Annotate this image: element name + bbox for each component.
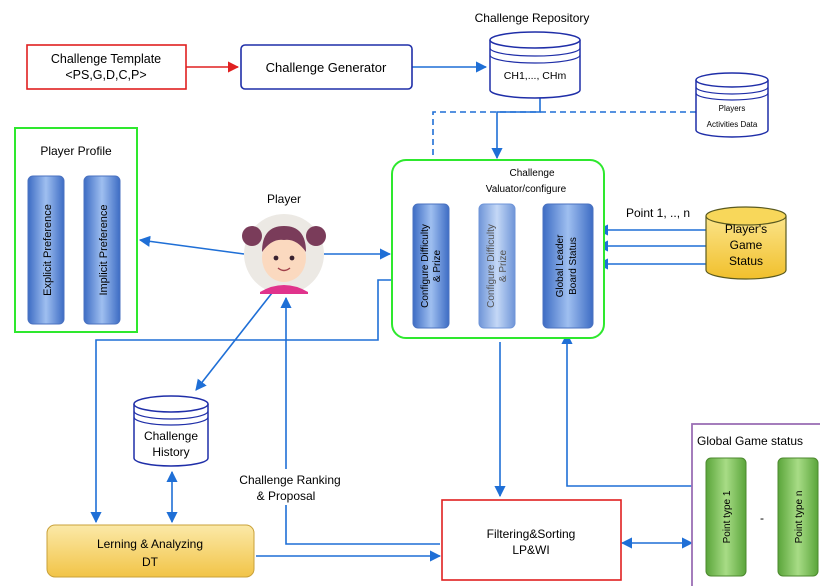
- challenge-repository-node: Challenge Repository CH1,..., CHm: [475, 11, 590, 99]
- arrow-ranking-to-player: [280, 296, 440, 545]
- game-status-line3: Status: [729, 254, 763, 268]
- implicit-preference-label: Implicit Preference: [98, 204, 110, 295]
- challenge-template-params: <PS,G,D,C,P>: [65, 68, 146, 82]
- challenge-template-title: Challenge Template: [51, 52, 161, 66]
- challenge-ranking-line1: Challenge Ranking: [239, 473, 340, 487]
- players-activities-line1: Players: [719, 104, 746, 113]
- challenge-generator-label: Challenge Generator: [266, 60, 387, 75]
- challenge-generator-node: Challenge Generator: [240, 44, 413, 90]
- configure-difficulty-1-line1: Configure Difficulty: [420, 224, 431, 308]
- player-node: Player: [242, 192, 326, 294]
- point-type-1-label: Point type 1: [722, 490, 733, 543]
- leaderboard-line1: Global Leader: [555, 234, 566, 297]
- arrow-global-to-valuator: [561, 332, 692, 487]
- player-avatar-icon: [242, 214, 326, 294]
- game-status-line1: Player's: [725, 222, 767, 236]
- valuator-title-line2: Valuator/configure: [486, 184, 567, 195]
- arrow-repository-to-valuator: [491, 96, 541, 160]
- configure-difficulty-1-line2: & Prize: [432, 249, 443, 282]
- point-type-n-label: Point type n: [794, 491, 805, 544]
- challenge-valuator-node: Challenge Valuator/configure Configure D…: [391, 159, 605, 339]
- player-profile-node: Player Profile Explicit Preference Impli…: [14, 127, 138, 333]
- challenge-history-node: Challenge History: [133, 395, 209, 467]
- game-status-line2: Game: [730, 238, 763, 252]
- leaderboard-line2: Board Status: [568, 237, 579, 295]
- players-activities-line2: Activities Data: [707, 120, 758, 129]
- filtering-sorting-node: Filtering&Sorting LP&WI: [441, 499, 622, 581]
- global-game-status-node: Global Game status Point type 1 - Point …: [691, 423, 820, 586]
- challenge-repository-title: Challenge Repository: [475, 11, 590, 25]
- learning-line1: Lerning & Analyzing: [97, 537, 203, 551]
- filtering-line2: LP&WI: [512, 543, 549, 557]
- players-game-status-node: Player's Game Status: [705, 206, 787, 280]
- valuator-title-line1: Challenge: [509, 168, 554, 179]
- points-label: Point 1, .., n: [626, 206, 690, 220]
- challenge-ranking-line2: & Proposal: [257, 489, 316, 503]
- player-profile-title: Player Profile: [40, 144, 112, 158]
- configure-difficulty-2-line2: & Prize: [498, 249, 509, 282]
- explicit-preference-label: Explicit Preference: [42, 204, 54, 296]
- global-game-status-title: Global Game status: [697, 434, 803, 448]
- challenge-history-line2: History: [152, 445, 189, 459]
- arrow-player-to-history: [195, 292, 273, 391]
- connectors: [90, 61, 708, 562]
- point-type-dash: -: [760, 511, 764, 525]
- learning-line2: DT: [142, 555, 159, 569]
- arrow-valuator-to-learning: [90, 279, 400, 524]
- player-label: Player: [267, 192, 301, 206]
- challenge-repository-content: CH1,..., CHm: [504, 70, 567, 82]
- filtering-line1: Filtering&Sorting: [487, 527, 576, 541]
- challenge-ranking-label: Challenge Ranking & Proposal: [226, 469, 354, 505]
- arrow-player-to-profile: [138, 235, 245, 255]
- configure-difficulty-2-line1: Configure Difficulty: [486, 224, 497, 308]
- learning-analyzing-node: Lerning & Analyzing DT: [46, 524, 255, 578]
- players-activities-node: Players Activities Data: [695, 72, 769, 138]
- challenge-history-line1: Challenge: [144, 429, 198, 443]
- arrow-activities-dashed: [427, 111, 696, 199]
- challenge-template-node: Challenge Template <PS,G,D,C,P>: [26, 44, 187, 90]
